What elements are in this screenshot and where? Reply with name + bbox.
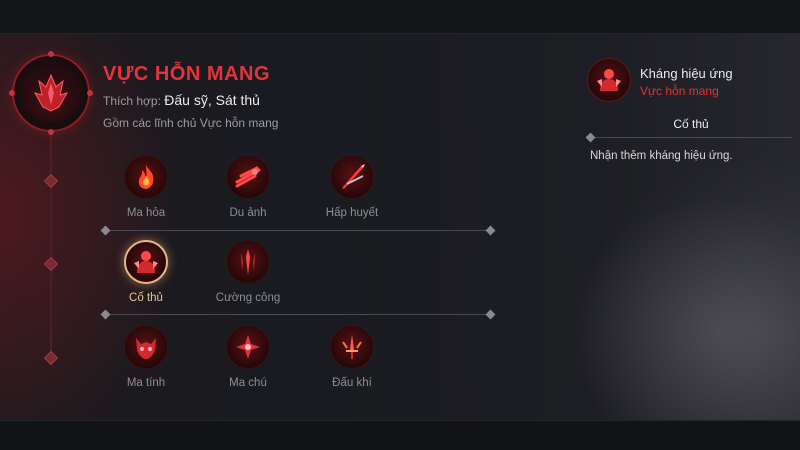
detail-divider <box>585 132 792 143</box>
suitable-roles: Thích hợp: Đấu sỹ, Sát thủ <box>103 92 260 108</box>
detail-subtitle: Vực hỗn mang <box>640 84 719 98</box>
row-divider <box>100 309 496 320</box>
class-emblem <box>12 54 90 132</box>
row-divider <box>100 225 496 236</box>
fire-icon <box>124 155 168 199</box>
skill-dau-khi[interactable]: Đấu khí <box>302 325 402 389</box>
detail-skill-title: Cố thủ <box>673 117 709 131</box>
skill-label: Du ảnh <box>229 207 267 219</box>
skill-label: Ma hỏa <box>126 207 166 219</box>
dash-icon <box>226 155 270 199</box>
bottom-bar <box>0 420 800 450</box>
class-description: Gồm các lĩnh chủ Vực hỗn mang <box>103 116 279 130</box>
top-bar <box>0 0 800 34</box>
detail-description: Nhận thêm kháng hiệu ứng. <box>590 150 733 162</box>
skill-cuong-cong[interactable]: Cường công <box>198 240 298 304</box>
emblem-dot <box>48 129 54 135</box>
skill-label: Ma chú <box>229 377 267 389</box>
detail-name: Kháng hiệu ứng <box>640 66 733 81</box>
chaos-crystal-icon <box>33 73 69 112</box>
skill-label: Đấu khí <box>332 377 372 389</box>
skill-du-anh[interactable]: Du ảnh <box>198 155 298 219</box>
emblem-dot <box>9 90 15 96</box>
skill-label: Hấp huyết <box>325 207 379 219</box>
skill-ma-chu[interactable]: Ma chú <box>198 325 298 389</box>
skill-hap-huyet[interactable]: Hấp huyết <box>302 155 402 219</box>
suitable-label: Thích hợp: <box>103 94 161 108</box>
tree-line <box>50 80 52 365</box>
guardian-icon <box>124 240 168 284</box>
smoke-decoration <box>540 174 800 420</box>
sword-icon <box>330 325 374 369</box>
blade-icon <box>330 155 374 199</box>
roles-value: Đấu sỹ, Sát thủ <box>164 92 260 108</box>
emblem-dot <box>87 90 93 96</box>
class-title: VỰC HỖN MANG <box>103 63 271 85</box>
skill-label: Ma tính <box>126 377 166 389</box>
emblem-dot <box>48 51 54 57</box>
detail-guardian-icon <box>587 58 631 102</box>
trident-icon <box>226 240 270 284</box>
skill-co-thu[interactable]: Cố thủ <box>96 240 196 304</box>
skill-ma-tinh[interactable]: Ma tính <box>96 325 196 389</box>
sigil-icon <box>226 325 270 369</box>
skill-label: Cố thủ <box>129 292 163 304</box>
skill-label: Cường công <box>215 292 281 304</box>
skill-ma-hoa[interactable]: Ma hỏa <box>96 155 196 219</box>
demon-icon <box>124 325 168 369</box>
